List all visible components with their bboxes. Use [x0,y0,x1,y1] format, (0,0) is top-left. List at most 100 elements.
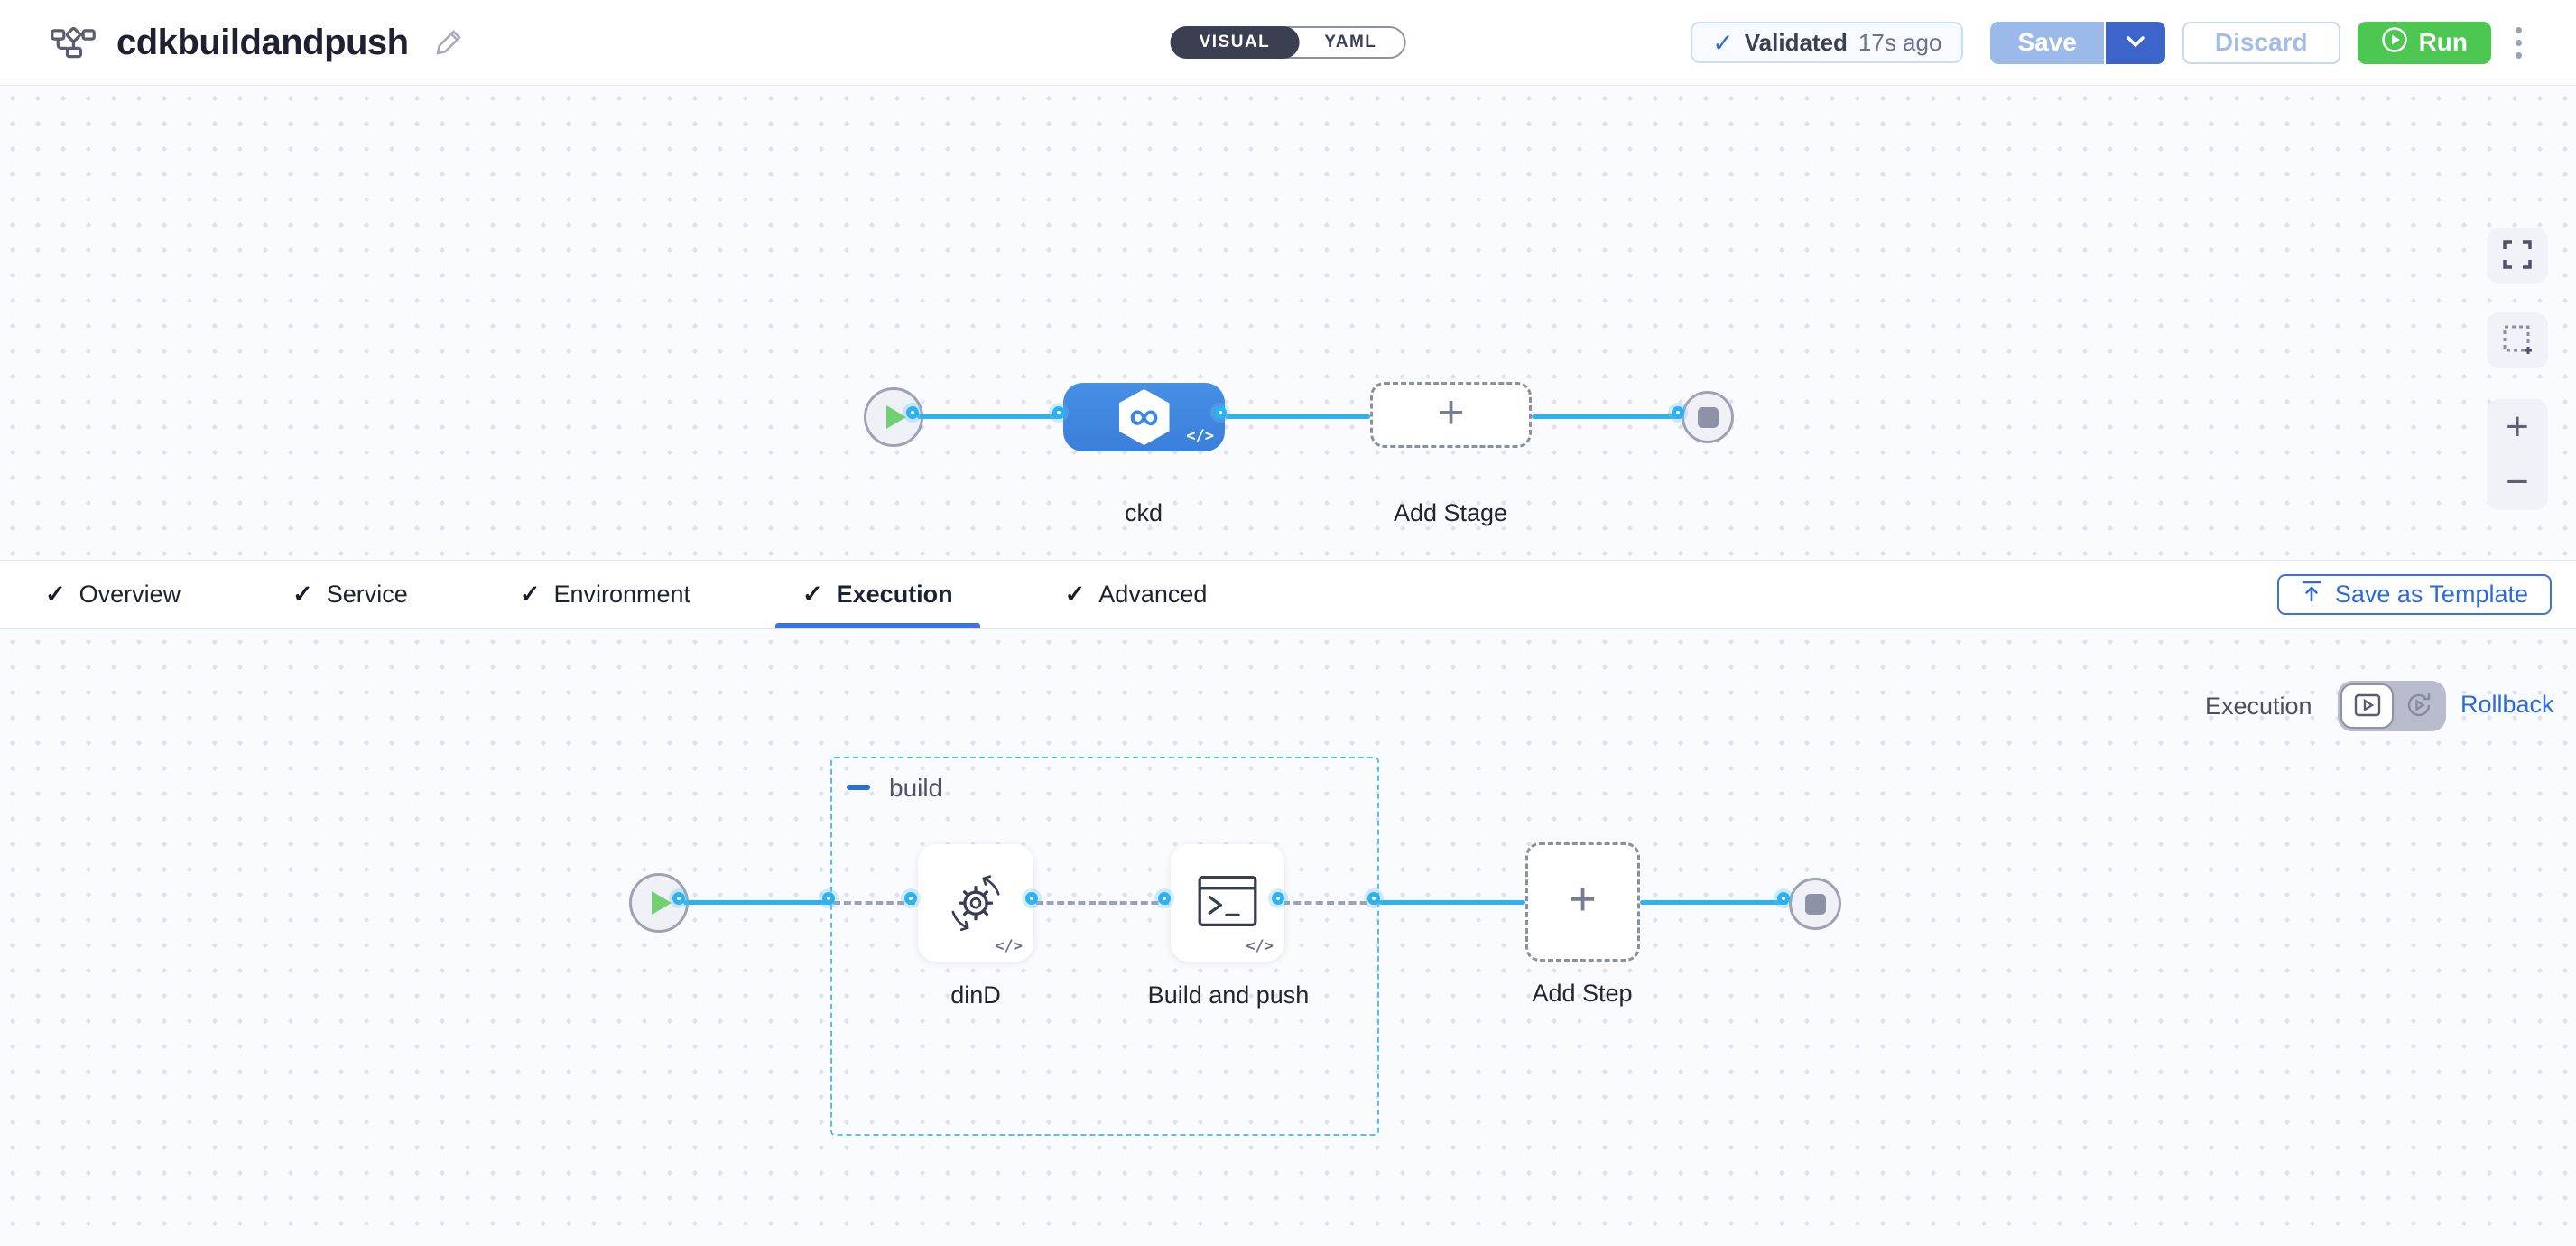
connector-port [822,892,835,905]
visual-yaml-toggle: VISUAL YAML [1170,26,1406,59]
connector-port [672,892,685,905]
connector-line [1378,900,1525,905]
page-title: cdkbuildandpush [116,22,409,62]
rollback-play-icon [2405,692,2432,721]
zoom-controls: + − [2487,399,2548,510]
export-icon [2301,580,2322,609]
stop-icon [1697,406,1719,428]
validation-time: 17s ago [1858,28,1942,56]
pencil-icon [434,26,465,60]
connector-port [906,406,919,419]
pipeline-icon [50,22,97,64]
tab-label: Environment [553,581,691,608]
validation-status: Validated [1744,28,1848,56]
execution-view-button[interactable] [2340,683,2394,729]
run-button[interactable]: Run [2357,21,2491,64]
execution-end-node [1789,878,1841,930]
connector-port [1777,892,1790,905]
stage-tabbar: ✓ Overview ✓ Service ✓ Environment ✓ Exe… [0,560,2576,629]
marquee-select-icon [2501,323,2534,358]
connector-line [1225,414,1370,419]
tab-label: Service [326,581,408,608]
connector-line-dashed [1036,901,1169,905]
plus-icon: + [1437,386,1465,439]
stage-label: ckd [1124,499,1163,526]
connector-port [1052,406,1065,419]
add-stage-button[interactable]: + [1370,382,1532,448]
pipeline-canvas[interactable]: ∞ </> + ckd Add Stage + − [0,86,2576,560]
fullscreen-icon [2502,239,2533,273]
tab-advanced[interactable]: ✓ Advanced [1038,561,1235,628]
play-circle-icon [2381,26,2408,60]
select-region-button[interactable] [2487,312,2548,368]
tab-label: Execution [836,581,953,608]
connector-line-dashed [1283,901,1378,905]
rollback-link[interactable]: Rollback [2460,691,2554,718]
add-step-label: Add Step [1532,980,1633,1007]
code-icon: </> [1186,427,1214,445]
step-label: Build and push [1147,981,1310,1009]
connector-port [1672,406,1684,419]
stage-node-ckd[interactable]: ∞ </> [1063,383,1225,451]
tab-label: Advanced [1098,581,1208,608]
active-tab-underline [775,623,980,628]
edit-title-button[interactable] [434,26,465,60]
add-step-button[interactable]: + [1525,842,1640,962]
play-icon [886,405,906,429]
more-options-button[interactable] [2508,22,2529,64]
execution-canvas[interactable]: Execution Rollback build [0,629,2576,1246]
save-button[interactable]: Save [1990,21,2104,64]
fullscreen-button[interactable] [2487,228,2548,284]
execution-rollback-toggle [2338,681,2446,731]
connector-port [1367,892,1380,905]
tab-environment[interactable]: ✓ Environment [493,561,718,628]
step-label: dinD [950,981,1001,1009]
rollback-view-button[interactable] [2394,683,2443,729]
save-split-button: Save [1990,21,2165,64]
zoom-out-button[interactable]: − [2487,455,2548,511]
connector-line [683,900,833,905]
service-dependency-icon [944,869,1007,937]
zoom-in-button[interactable]: + [2487,399,2548,455]
check-icon: ✓ [45,581,66,608]
plus-icon: + [1569,873,1597,925]
discard-button[interactable]: Discard [2182,21,2340,64]
save-dropdown-button[interactable] [2103,21,2165,64]
add-stage-label: Add Stage [1393,499,1508,526]
chevron-down-icon [2126,35,2145,51]
step-node-dind[interactable]: </> [918,844,1033,962]
tab-execution[interactable]: ✓ Execution [775,561,980,628]
toggle-visual[interactable]: VISUAL [1170,26,1300,59]
collapse-group-button[interactable] [847,785,870,790]
toggle-yaml[interactable]: YAML [1295,26,1405,59]
check-icon: ✓ [519,581,541,608]
check-icon: ✓ [802,581,823,608]
check-icon: ✓ [1712,28,1734,57]
play-icon [652,891,672,915]
connector-port [1025,892,1038,905]
step-group-build [830,757,1379,1136]
validation-badge[interactable]: ✓ Validated 17s ago [1691,22,1964,63]
connector-line [1532,414,1682,419]
connector-port [904,892,917,905]
execution-phase-label: Execution [2205,693,2312,720]
run-script-icon [1198,875,1257,932]
connector-line [1640,900,1788,905]
code-icon: </> [995,937,1023,955]
save-as-template-button[interactable]: Save as Template [2276,574,2552,615]
kebab-icon [2516,26,2522,33]
header: cdkbuildandpush VISUAL YAML ✓ Validated … [0,0,2576,86]
connector-port [1214,406,1227,419]
connector-line [917,414,1063,419]
run-label: Run [2418,28,2468,56]
group-label: build [889,774,943,802]
tab-overview[interactable]: ✓ Overview [18,561,208,628]
save-as-template-label: Save as Template [2334,581,2528,608]
check-icon: ✓ [1064,581,1086,608]
tab-service[interactable]: ✓ Service [265,561,435,628]
connector-port [1158,892,1171,905]
step-node-build-and-push[interactable]: </> [1171,844,1284,962]
connector-line-dashed [833,901,915,905]
connector-port [1272,892,1284,905]
ci-stage-icon: ∞ [1118,389,1170,445]
